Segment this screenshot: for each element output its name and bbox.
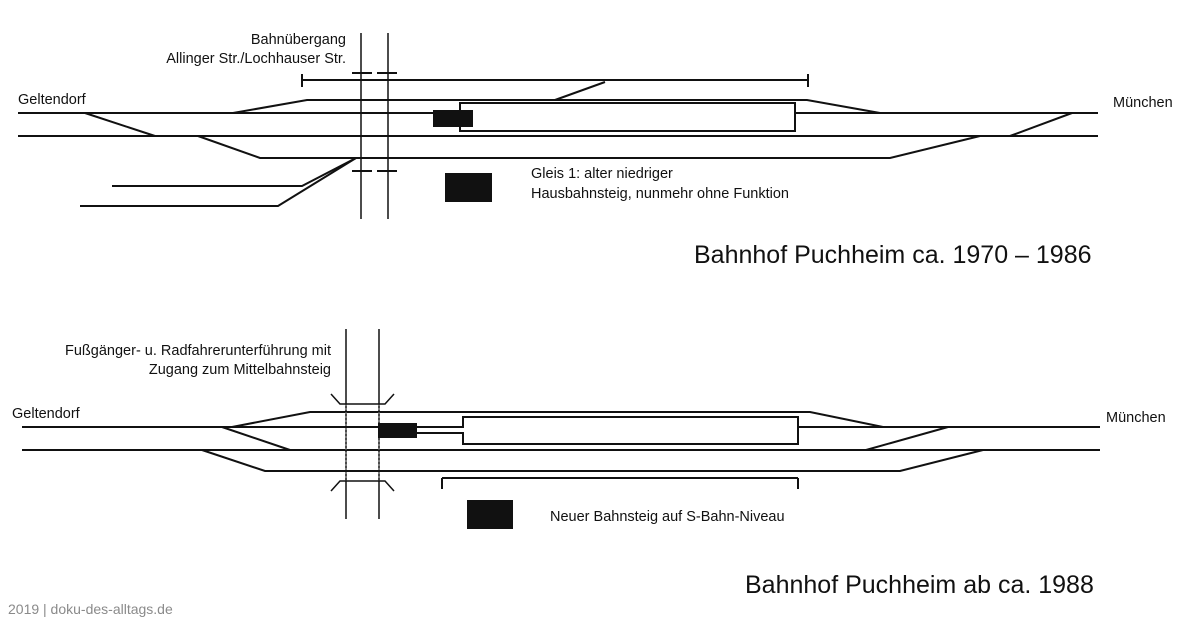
diagram-ab-1988: Geltendorf München Fußgänger- u. Radfahr… <box>12 329 1166 599</box>
label-muenchen: München <box>1113 95 1173 111</box>
bypass-track-north <box>231 411 884 428</box>
platform-note-line1: Gleis 1: alter niedriger <box>531 166 673 182</box>
label-muenchen: München <box>1106 410 1166 426</box>
new-platform-note: Neuer Bahnsteig auf S-Bahn-Niveau <box>550 509 785 525</box>
crossover-west <box>84 112 156 137</box>
crossover-east <box>1009 112 1073 137</box>
underpass-portal-north <box>330 393 395 405</box>
track-gleis-1 <box>197 135 981 159</box>
siding-lower <box>80 157 357 207</box>
platform-gleis-1-building <box>445 173 492 202</box>
crossing-label-line2: Allinger Str./Lochhauser Str. <box>166 51 346 67</box>
label-geltendorf: Geltendorf <box>18 92 87 108</box>
underpass-access-stairs <box>378 423 417 438</box>
track-s-bahn-south <box>201 449 984 472</box>
diagram-title-1988: Bahnhof Puchheim ab ca. 1988 <box>745 571 1094 599</box>
diagram-1970-1986: Geltendorf München Bahnübergang Allinger… <box>18 32 1173 269</box>
station-building-small <box>433 110 473 127</box>
siding-upper <box>112 157 357 187</box>
diagram-title-1970: Bahnhof Puchheim ca. 1970 – 1986 <box>694 241 1092 269</box>
crossing-label-line1: Bahnübergang <box>251 32 346 48</box>
central-platform <box>459 102 796 132</box>
central-platform <box>415 416 799 445</box>
underpass-label-line2: Zugang zum Mittelbahnsteig <box>149 362 331 378</box>
label-geltendorf: Geltendorf <box>12 406 81 422</box>
platform-note-line2: Hausbahnsteig, nunmehr ohne Funktion <box>531 186 789 202</box>
copyright-credit: 2019 | doku-des-alltags.de <box>8 601 173 617</box>
new-platform-building <box>467 500 513 529</box>
underpass-portal-south <box>330 480 395 492</box>
crossover-east <box>865 426 949 451</box>
underpass-label-line1: Fußgänger- u. Radfahrerunterführung mit <box>65 343 331 359</box>
siding-connector <box>554 81 606 101</box>
crossover-west <box>221 426 291 451</box>
